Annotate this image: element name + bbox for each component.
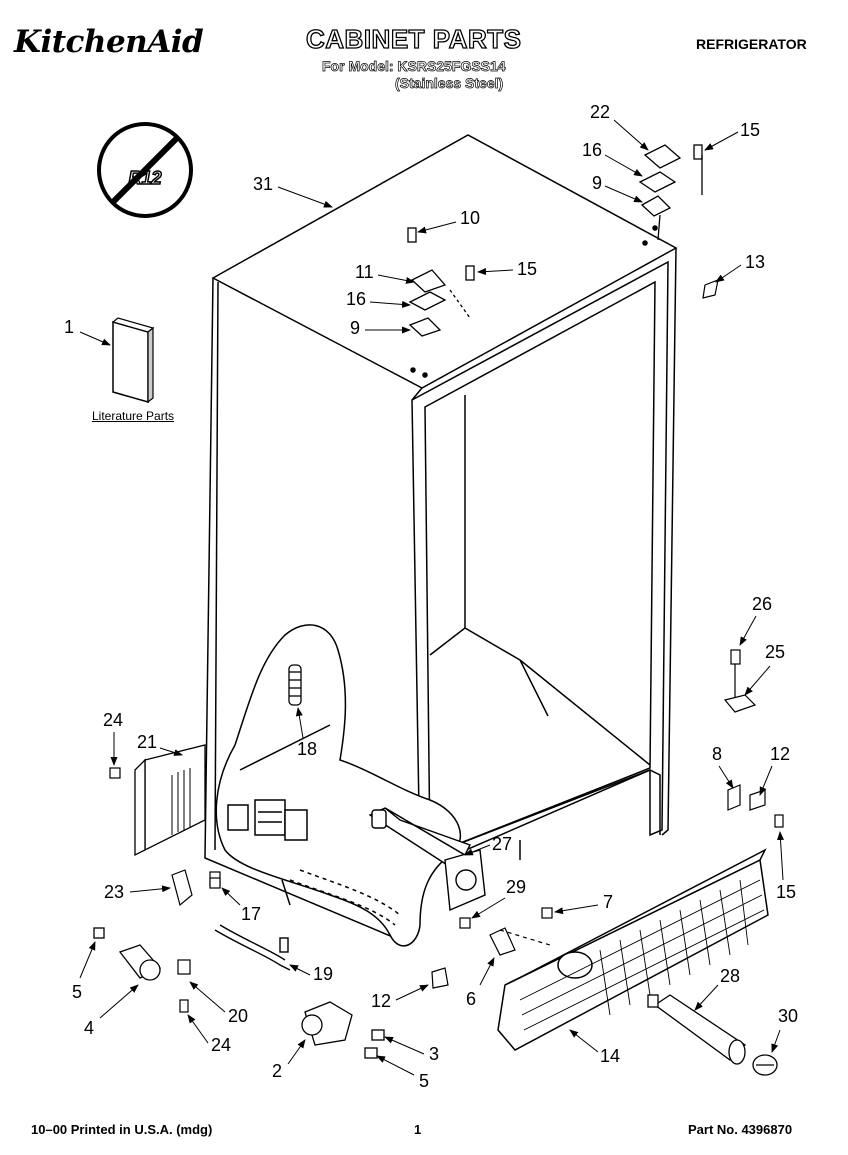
category-label: REFRIGERATOR bbox=[696, 36, 807, 52]
part-4-roller bbox=[93, 927, 162, 981]
callout-9-mid: 9 bbox=[350, 318, 360, 338]
literature-parts-label: Literature Parts bbox=[92, 409, 175, 423]
callout-29: 29 bbox=[506, 877, 526, 897]
part-8-12-brackets bbox=[727, 784, 784, 828]
callout-20: 20 bbox=[228, 1006, 248, 1026]
callout-12-bottom: 12 bbox=[371, 991, 391, 1011]
callout-22: 22 bbox=[590, 102, 610, 122]
callout-6: 6 bbox=[466, 989, 476, 1009]
callout-11: 11 bbox=[355, 262, 374, 282]
top-hinge-assembly bbox=[638, 144, 703, 241]
no-r12-icon: R12 bbox=[97, 122, 193, 218]
callout-25: 25 bbox=[765, 642, 785, 662]
callout-3: 3 bbox=[429, 1044, 439, 1064]
callout-12-right: 12 bbox=[770, 744, 790, 764]
callout-24-bottom: 24 bbox=[211, 1035, 231, 1055]
screws bbox=[109, 767, 471, 929]
callouts: 31 22 15 16 9 10 11 15 16 9 13 1 26 25 2… bbox=[64, 102, 798, 1091]
center-hinge-assembly bbox=[407, 227, 475, 337]
callout-5-bottom: 5 bbox=[419, 1071, 429, 1091]
part-number: Part No. 4396870 bbox=[688, 1122, 793, 1137]
literature-booklet bbox=[111, 317, 155, 404]
callout-17: 17 bbox=[241, 904, 261, 924]
callout-15-right: 15 bbox=[776, 882, 796, 902]
part-25-26-roller-bracket bbox=[723, 649, 757, 713]
callout-1: 1 bbox=[64, 317, 74, 337]
callout-10: 10 bbox=[460, 208, 480, 228]
part-2-roller bbox=[301, 1001, 385, 1059]
callout-4: 4 bbox=[84, 1018, 94, 1038]
callout-19: 19 bbox=[313, 964, 333, 984]
finish-line: (Stainless Steel) bbox=[395, 75, 504, 92]
callout-27: 27 bbox=[492, 834, 512, 854]
callout-15-mid: 15 bbox=[517, 259, 537, 279]
callout-28: 28 bbox=[720, 966, 740, 986]
part-30-cap bbox=[752, 1054, 778, 1076]
r12-text: R12 bbox=[128, 168, 161, 188]
callout-15-top: 15 bbox=[740, 120, 760, 140]
callout-16-mid: 16 bbox=[346, 289, 366, 309]
callout-8: 8 bbox=[712, 744, 722, 764]
part-27-duct bbox=[368, 807, 486, 912]
part-28-filter bbox=[647, 994, 747, 1065]
callout-18: 18 bbox=[297, 739, 317, 759]
callout-16-top: 16 bbox=[582, 140, 602, 160]
part-21-bracket bbox=[134, 744, 206, 857]
part-6-12-clips bbox=[431, 907, 553, 989]
part-19-tube bbox=[214, 924, 291, 971]
part-18-spring bbox=[288, 664, 302, 706]
model-line: For Model: KSRS25FGSS14 bbox=[322, 58, 506, 75]
callout-30: 30 bbox=[778, 1006, 798, 1026]
brand-logo: KitchenAid bbox=[14, 24, 204, 60]
page-number: 1 bbox=[414, 1122, 422, 1137]
callout-26: 26 bbox=[752, 594, 772, 614]
callout-23: 23 bbox=[104, 882, 124, 902]
callout-2: 2 bbox=[272, 1061, 282, 1081]
callout-21: 21 bbox=[137, 732, 157, 752]
part-20-24-clip bbox=[177, 959, 191, 1013]
callout-9-top: 9 bbox=[592, 173, 602, 193]
callout-31: 31 bbox=[253, 174, 273, 194]
callout-24-left: 24 bbox=[103, 710, 123, 730]
part-14-grille bbox=[497, 848, 769, 1051]
callout-5-left: 5 bbox=[72, 982, 82, 1002]
page-title: CABINET PARTS bbox=[305, 23, 522, 54]
callout-7: 7 bbox=[603, 892, 613, 912]
callout-13: 13 bbox=[745, 252, 765, 272]
callout-14: 14 bbox=[600, 1046, 620, 1066]
part-13-clip bbox=[702, 279, 719, 299]
cabinet-body bbox=[204, 134, 678, 941]
print-info: 10–00 Printed in U.S.A. (mdg) bbox=[31, 1122, 213, 1137]
